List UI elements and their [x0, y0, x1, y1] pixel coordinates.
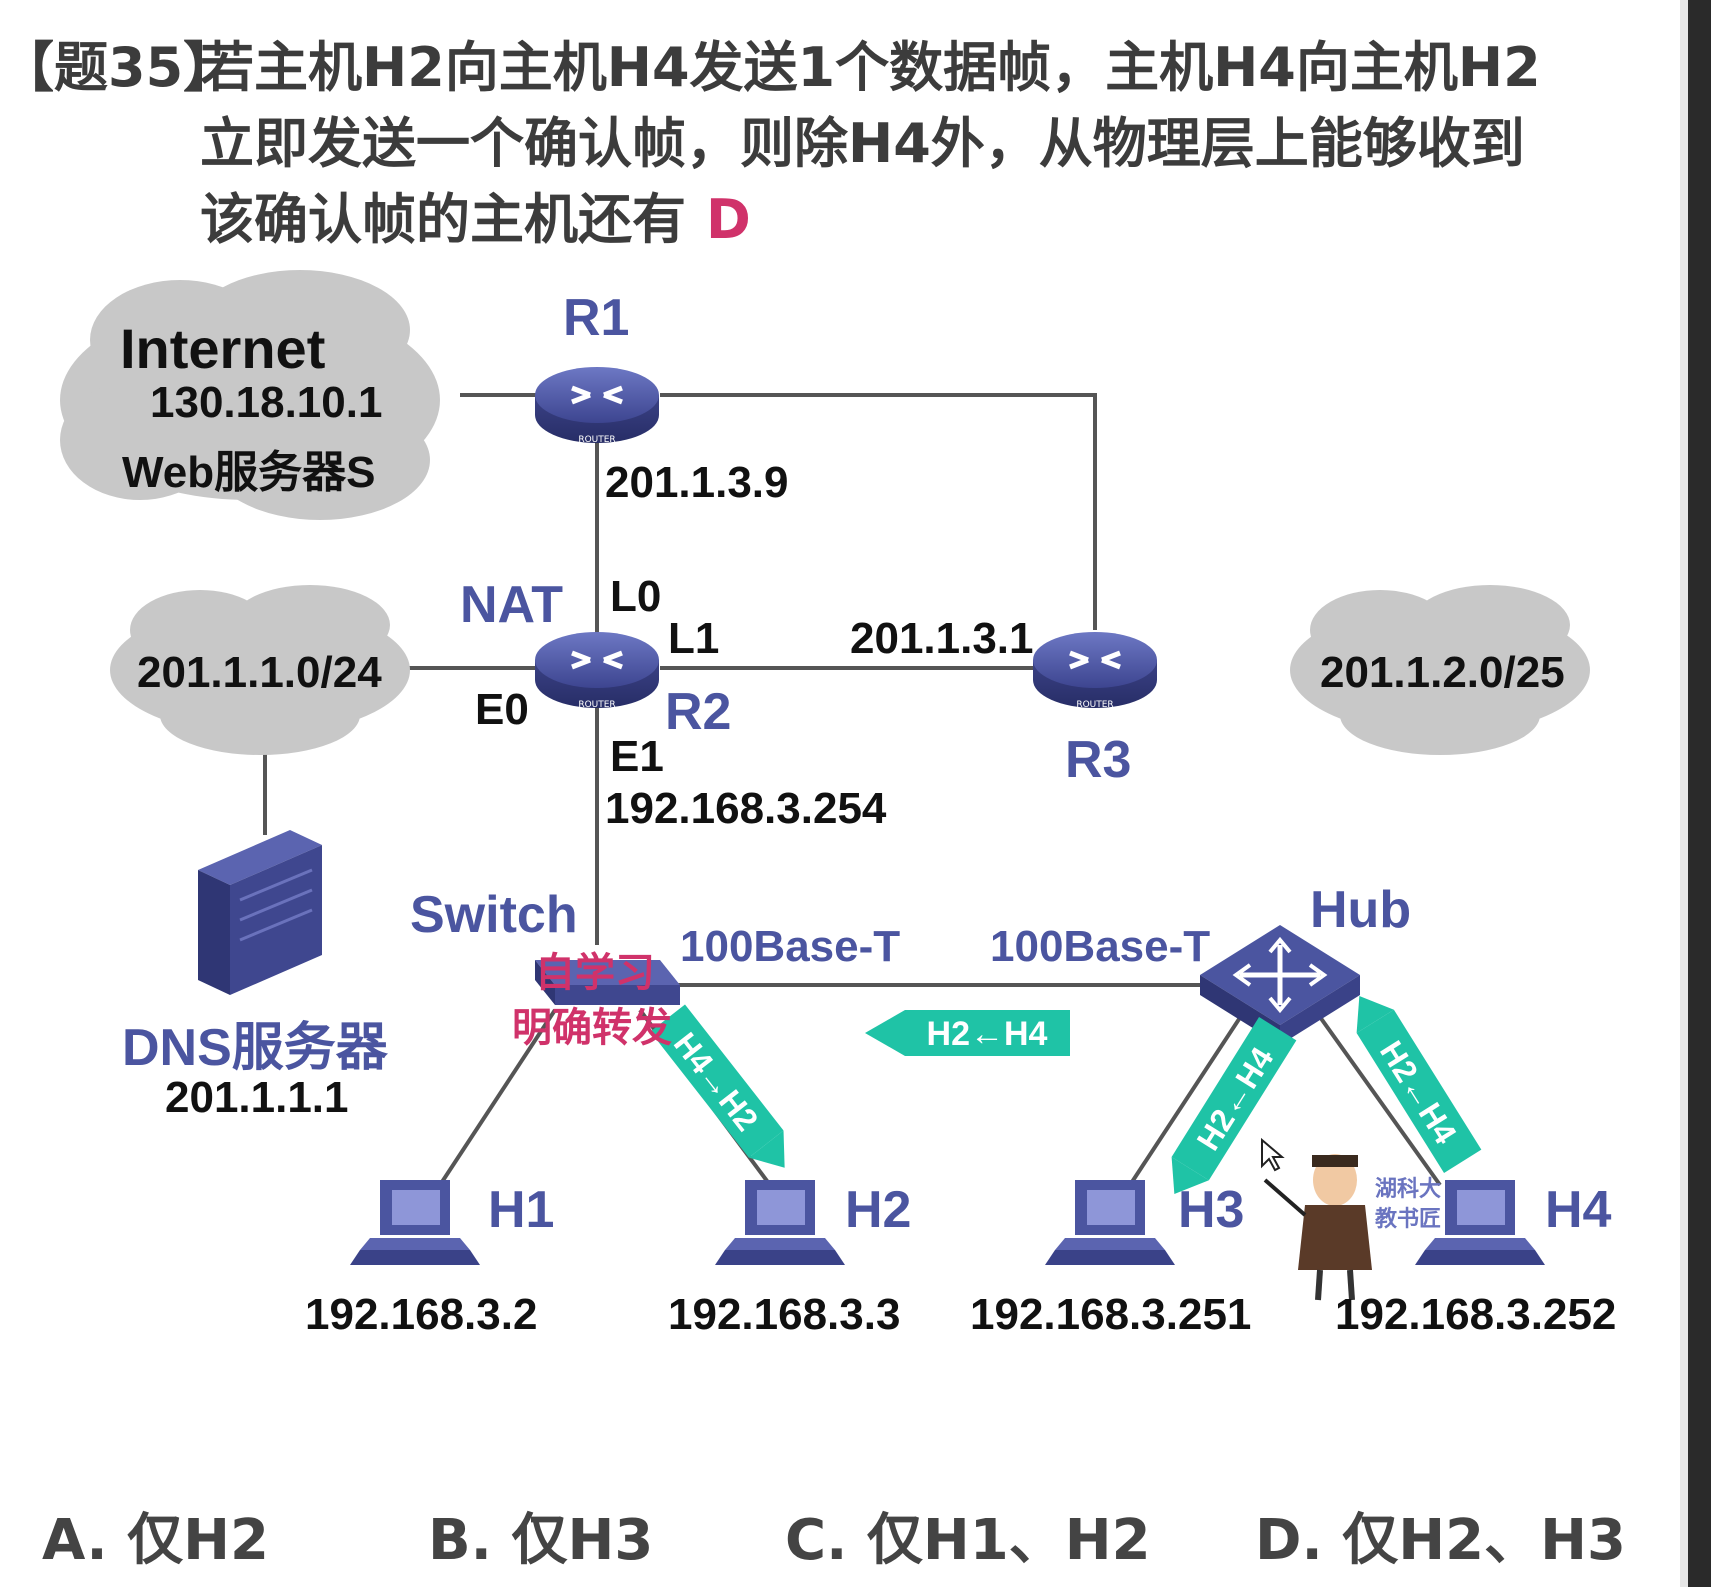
h2-label: H2	[845, 1181, 912, 1239]
h3-label: H3	[1178, 1181, 1245, 1239]
svg-text:ROUTER: ROUTER	[578, 700, 615, 710]
arrow-switch-h2-icon: H4→H2	[650, 1004, 785, 1168]
arrow-mid-icon: H2←H4	[865, 1010, 1070, 1056]
h4-ip-label: 192.168.3.252	[1335, 1290, 1617, 1339]
l1-label: L1	[668, 614, 720, 663]
host-h3-icon	[1045, 1180, 1175, 1265]
switch-icon	[535, 960, 680, 1005]
link-left-label: 100Base-T	[680, 922, 901, 971]
h1-label: H1	[488, 1181, 555, 1239]
internet-label: Internet	[120, 317, 326, 380]
teacher-figure-icon	[1263, 1154, 1372, 1301]
l0-label: L0	[610, 572, 662, 621]
option-d[interactable]: D. 仅H2、H3	[1255, 1508, 1626, 1573]
svg-text:H2←H4: H2←H4	[927, 1015, 1048, 1053]
question-line-1: 若主机H2向主机H4发送1个数据帧，主机H4向主机H2	[200, 36, 1541, 99]
h3-ip-label: 192.168.3.251	[970, 1290, 1252, 1339]
question-line-2: 立即发送一个确认帧，则除H4外，从物理层上能够收到	[200, 112, 1525, 175]
dns-ip-label: 201.1.1.1	[165, 1073, 349, 1122]
option-c[interactable]: C. 仅H1、H2	[785, 1508, 1151, 1573]
link-hub-h4	[1313, 1008, 1442, 1187]
dns-server-icon	[198, 830, 322, 995]
svg-text:ROUTER: ROUTER	[1076, 700, 1113, 710]
r2-label: R2	[665, 683, 732, 741]
router-r1-icon: ROUTER	[535, 367, 659, 445]
r3-label: R3	[1065, 731, 1132, 789]
option-b[interactable]: B. 仅H3	[428, 1508, 654, 1573]
net-left-label: 201.1.1.0/24	[137, 648, 382, 697]
hub-label: Hub	[1310, 881, 1412, 939]
e1-label: E1	[610, 732, 664, 781]
h4-label: H4	[1545, 1181, 1612, 1239]
svg-text:ROUTER: ROUTER	[578, 435, 615, 445]
host-h1-icon	[350, 1180, 480, 1265]
router-r2-icon: ROUTER	[535, 632, 659, 710]
answer-mark: D	[706, 188, 751, 251]
e1-ip-label: 192.168.3.254	[605, 784, 887, 833]
h1-ip-label: 192.168.3.2	[305, 1290, 538, 1339]
cloud-net-right	[1290, 585, 1590, 755]
answer-options: A. 仅H2 B. 仅H3 C. 仅H1、H2 D. 仅H2、H3	[0, 1495, 1711, 1575]
option-a[interactable]: A. 仅H2	[42, 1508, 269, 1573]
link-hub-h3	[1128, 1008, 1247, 1187]
nat-label: NAT	[460, 576, 564, 634]
link-r1-r3	[660, 393, 1097, 630]
dns-server-label: DNS服务器	[122, 1019, 388, 1077]
hub-icon	[1200, 925, 1360, 1045]
watermark-label: 湖科大教书匠	[1375, 1177, 1442, 1232]
question-number: 【题35】	[0, 36, 238, 99]
cloud-internet	[60, 270, 440, 520]
svg-text:H4→H2: H4→H2	[667, 1026, 765, 1138]
scrollbar-track	[1680, 0, 1688, 1587]
switch-note-forward: 明确转发	[512, 1005, 672, 1051]
link-switch-h1	[438, 1008, 557, 1187]
host-h2-icon	[715, 1180, 845, 1265]
r1-label: R1	[563, 289, 630, 347]
r3-ip-label: 201.1.3.1	[850, 614, 1034, 663]
router-r3-icon: ROUTER	[1033, 632, 1157, 710]
e0-label: E0	[475, 685, 529, 734]
cloud-net-left	[110, 585, 410, 755]
window-edge	[1688, 0, 1711, 1587]
switch-label: Switch	[410, 886, 578, 944]
web-server-label: Web服务器S	[122, 448, 376, 497]
net-right-label: 201.1.2.0/25	[1320, 648, 1565, 697]
r1-ip-label: 201.1.3.9	[605, 458, 789, 507]
mouse-cursor-icon	[1261, 1137, 1285, 1172]
internet-ip-label: 130.18.10.1	[150, 378, 383, 427]
h2-ip-label: 192.168.3.3	[668, 1290, 901, 1339]
link-right-label: 100Base-T	[990, 922, 1211, 971]
host-h4-icon	[1415, 1180, 1545, 1265]
switch-note-self-learning: 自学习	[535, 950, 655, 996]
